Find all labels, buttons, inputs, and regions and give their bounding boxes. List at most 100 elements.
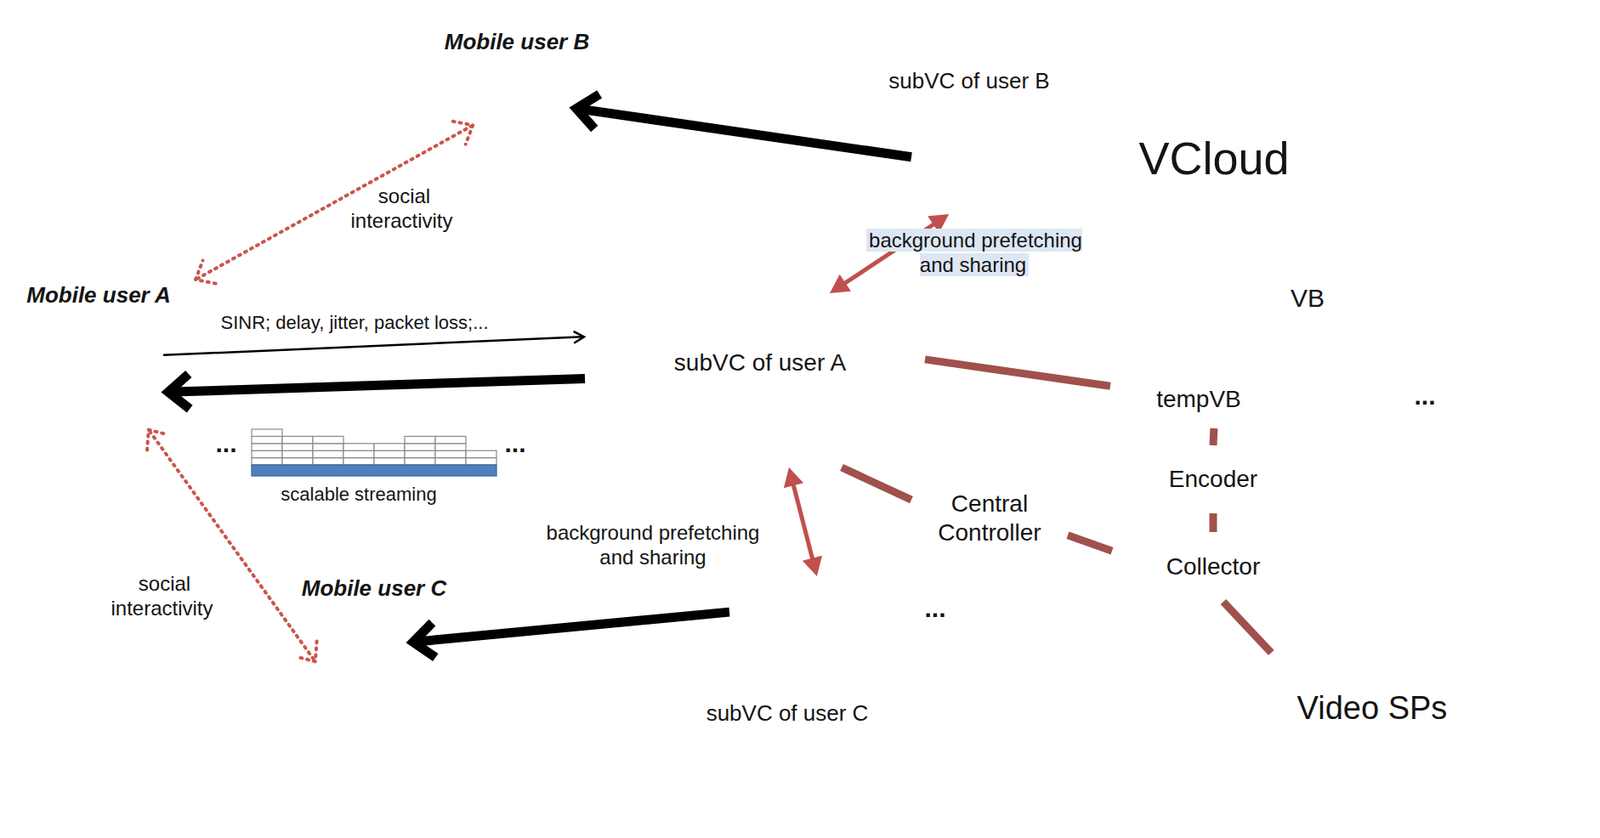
cloud-lobe <box>969 170 1011 212</box>
arrow-head <box>295 641 318 662</box>
cloud-lobe <box>1483 106 1561 184</box>
cloud-lobe <box>834 585 875 627</box>
arrow-head <box>195 260 216 284</box>
cloud-lobe <box>708 618 789 699</box>
cloud-lobe <box>913 144 962 193</box>
cloud-lobe <box>1174 585 1266 676</box>
arrow-head <box>829 274 852 294</box>
layer-cell <box>435 450 466 458</box>
cloud-lobe <box>851 590 905 643</box>
connector <box>413 612 730 658</box>
cloud-lobe <box>1418 558 1505 646</box>
process-box-label-wrap: Collector <box>1119 552 1307 582</box>
mobile-user-label: Mobile user B <box>444 28 590 55</box>
cloud-lobe <box>831 583 878 630</box>
connector-label-wrap: background prefetching and sharing <box>851 228 1098 279</box>
cloud-lobe <box>758 584 805 630</box>
cloud-lobe <box>1053 599 1144 690</box>
process-box-label-wrap: Encoder <box>1119 465 1307 494</box>
phone-body <box>322 629 403 727</box>
cloud-lobe <box>1361 106 1438 182</box>
cloud-lobe <box>700 414 785 500</box>
cloud-lobe <box>822 618 905 701</box>
cloud-lobe <box>967 135 1010 178</box>
cloud-lobe <box>642 310 721 389</box>
layer-cell <box>404 458 436 466</box>
process-box: Encoder <box>1112 445 1315 514</box>
cloud-lobe <box>1476 292 1566 382</box>
phone-body <box>482 68 564 168</box>
cloud-lobe <box>597 351 681 436</box>
arrow-head <box>168 374 190 409</box>
cloud-lobe <box>636 364 733 461</box>
cloud-lobe <box>866 99 957 190</box>
connector-line <box>581 109 912 158</box>
cloud-lobe <box>639 367 731 459</box>
arrow-head <box>453 121 474 145</box>
provider-stack-label-wrap: Video SPs <box>1261 689 1483 729</box>
cloud-lobe <box>1359 103 1441 185</box>
cloud-lobe <box>1420 561 1503 643</box>
cloud-lobe <box>1002 141 1039 178</box>
cloud-lobe <box>1416 99 1506 189</box>
sub-cloud-label: subVC of user C <box>706 700 869 727</box>
cloud-lobe <box>755 612 809 665</box>
cloud-lobe <box>590 321 687 418</box>
cloud-region-shape <box>688 89 1578 710</box>
cloud-lobe <box>1242 586 1317 661</box>
arrow-head <box>802 556 823 577</box>
layer-cell <box>435 436 466 443</box>
mobile-user-label: Mobile user A <box>26 282 171 308</box>
connector-label: background prefetching and sharing <box>866 228 1083 277</box>
provider-stack: Video SPs <box>1254 652 1553 798</box>
cloud-lobe <box>938 141 976 178</box>
phone-button <box>376 708 384 715</box>
cloud-lobe <box>1017 144 1066 193</box>
cloud-lobe <box>592 323 684 415</box>
annotation: ... <box>215 429 237 458</box>
layer-cell <box>404 443 436 451</box>
cloud-lobe <box>868 102 954 188</box>
connector <box>576 94 912 158</box>
cloud-core <box>739 144 1522 659</box>
cloud-lobe <box>1418 102 1504 187</box>
phone-screen <box>330 640 393 715</box>
cloud-lobe <box>819 615 908 704</box>
cloud-lobe <box>1000 165 1044 209</box>
annotation-wrap: ... <box>481 428 550 460</box>
process-box-label: Encoder <box>1168 465 1258 493</box>
connector-label: SINR; delay, jitter, packet loss;... <box>220 312 488 334</box>
connector-label-wrap: background prefetching and sharing <box>529 521 777 571</box>
vm-box-label: tempVB <box>1156 385 1242 413</box>
cloud-lobe <box>1020 147 1063 190</box>
annotation: ... <box>1413 381 1436 410</box>
connector-line <box>1209 428 1219 446</box>
connector-label-wrap: social interactivity <box>95 572 232 622</box>
provider-stack-label: Video SPs <box>1297 690 1448 727</box>
cloud-lobe <box>1478 551 1565 638</box>
process-box-label: Collector <box>1166 553 1260 580</box>
cloud-lobe <box>794 578 842 627</box>
cloud-lobe <box>991 102 1076 188</box>
cloud-lobe <box>731 590 785 643</box>
connector-line <box>924 359 1111 386</box>
cloud-lobe <box>1480 425 1564 509</box>
layer-cell <box>435 458 466 466</box>
cloud-lobe <box>1484 364 1560 440</box>
cloud-core <box>751 598 886 647</box>
vm-box: VB <box>1163 209 1453 375</box>
cloud-lobe <box>1486 108 1559 182</box>
connector <box>195 121 473 284</box>
arrow-head <box>576 94 600 130</box>
cloud-lobe <box>1479 295 1564 380</box>
cloud-lobe <box>640 307 724 392</box>
phone-screen <box>490 79 555 156</box>
cloud-lobe <box>832 613 880 662</box>
cloud-lobe <box>917 158 959 200</box>
cloud-lobe <box>1055 106 1134 184</box>
annotation: scalable streaming <box>280 483 437 505</box>
arrow-head <box>573 331 585 344</box>
connector <box>168 374 585 409</box>
base-layer <box>251 465 497 477</box>
